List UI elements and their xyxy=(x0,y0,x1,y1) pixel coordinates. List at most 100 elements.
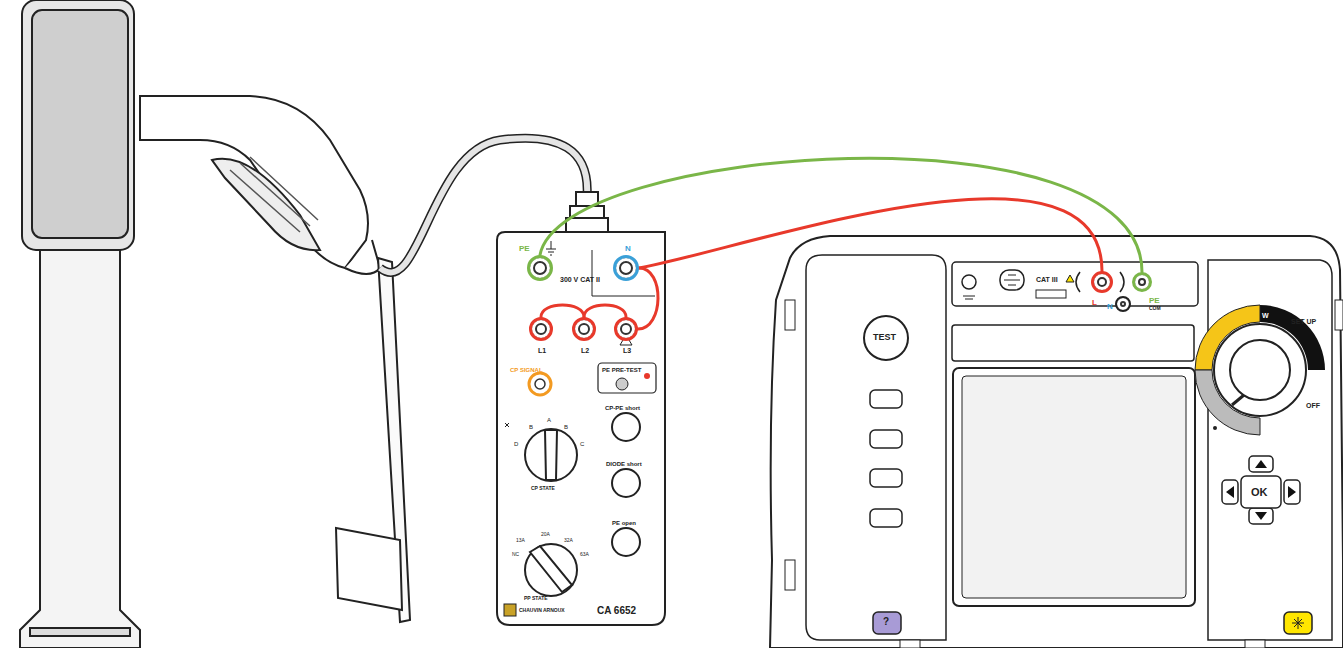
terminal-socket: N xyxy=(613,255,639,281)
illustration-shape xyxy=(963,296,975,299)
terminal-label: N xyxy=(1107,303,1113,311)
illustration-shape xyxy=(497,232,665,625)
illustration-shape xyxy=(1066,275,1074,282)
illustration-shape xyxy=(20,230,140,648)
illustration-shape xyxy=(612,469,640,497)
illustration-shape xyxy=(1213,426,1217,430)
illustration-shape xyxy=(1230,340,1290,400)
illustration-shape xyxy=(1214,324,1306,416)
illustration-shape xyxy=(962,376,1186,598)
terminal-label: PE xyxy=(519,245,530,253)
illustration-shape xyxy=(545,430,557,480)
illustration-shape xyxy=(1076,272,1124,292)
illustration-shape xyxy=(864,316,908,360)
illustration-shape xyxy=(612,413,640,441)
illustration-shape xyxy=(529,373,551,395)
panel-label: D xyxy=(514,441,518,447)
illustration-shape xyxy=(870,430,902,448)
illustration-shape xyxy=(616,378,628,390)
terminal-label: PE xyxy=(1149,297,1160,305)
illustration-shape xyxy=(504,604,516,616)
illustration-shape xyxy=(535,379,545,389)
illustration-shape xyxy=(230,157,318,232)
illustration-shape xyxy=(336,528,402,610)
illustration-shape xyxy=(530,546,572,592)
illustration-shape xyxy=(806,255,946,640)
illustration-shape xyxy=(644,373,650,379)
test-lead xyxy=(541,305,584,317)
panel-label: PE PRE-TEST xyxy=(602,367,641,373)
illustration-shape xyxy=(1036,290,1066,298)
illustration-shape xyxy=(870,469,902,487)
panel-label: 300 V CAT II xyxy=(560,276,600,283)
test-lead xyxy=(584,305,626,317)
illustration-shape xyxy=(953,368,1195,606)
illustration-shape xyxy=(1292,617,1304,629)
illustration-shape xyxy=(1232,395,1244,405)
terminal-label: L3 xyxy=(623,347,631,354)
illustration-shape xyxy=(505,423,509,427)
illustration-shape xyxy=(900,640,920,648)
illustration-shape xyxy=(598,363,656,393)
panel-label: ? xyxy=(883,617,889,627)
panel-label: CP SIGNAL xyxy=(510,367,543,373)
illustration-shape xyxy=(1241,476,1281,508)
terminal-socket: N xyxy=(1115,296,1131,312)
illustration-shape xyxy=(566,218,608,232)
terminal-label: L1 xyxy=(538,347,546,354)
terminal-label: L2 xyxy=(581,347,589,354)
illustration-shape xyxy=(1284,612,1312,634)
panel-label: SET UP xyxy=(1291,318,1316,325)
terminal-socket: PECOM xyxy=(1132,272,1152,292)
illustration-shape xyxy=(22,0,134,250)
panel-label: NC xyxy=(512,552,519,557)
panel-label: C xyxy=(580,441,584,447)
terminal-socket: L2 xyxy=(572,317,596,341)
panel-label: 63A xyxy=(580,552,589,557)
illustration-shape xyxy=(140,96,368,268)
illustration-shape xyxy=(1335,300,1343,330)
panel-label: CP-PE short xyxy=(605,405,640,411)
illustration-shape xyxy=(770,236,1343,648)
illustration-shape xyxy=(546,241,556,255)
terminal-socket: PE xyxy=(527,255,553,281)
illustration-shape xyxy=(962,275,976,289)
panel-label: 32A xyxy=(564,538,573,543)
illustration-shape xyxy=(1004,275,1020,285)
panel-label: B xyxy=(564,424,568,430)
panel-label: DIODE short xyxy=(606,461,642,467)
panel-label: B xyxy=(529,424,533,430)
illustration-shape xyxy=(525,544,577,596)
panel-label: PE open xyxy=(612,520,636,526)
illustration-shape xyxy=(1245,640,1265,648)
terminal-socket: L3 xyxy=(614,317,638,341)
illustration-shape xyxy=(785,300,795,330)
illustration-shape xyxy=(612,528,640,556)
test-lead xyxy=(638,268,658,329)
terminal-label: N xyxy=(625,245,631,253)
terminal-socket: L xyxy=(1091,271,1113,293)
panel-label: PP STATE xyxy=(524,596,548,601)
illustration-shape xyxy=(592,250,655,296)
panel-label: CP STATE xyxy=(531,486,555,491)
illustration-shape xyxy=(32,10,128,238)
panel-label: OK xyxy=(1251,487,1268,498)
illustration-shape xyxy=(870,509,902,527)
illustration-shape xyxy=(20,0,140,648)
terminal-label: L xyxy=(1092,299,1097,307)
illustration-shape xyxy=(30,628,130,636)
panel-label: 20A xyxy=(541,532,550,537)
illustration-shape xyxy=(785,560,795,590)
panel-label: W xyxy=(1262,312,1269,319)
illustration-shape xyxy=(336,258,410,622)
adapter-box: CA 6652PENL1L2L3 xyxy=(497,232,665,625)
illustration-shape xyxy=(873,612,901,634)
illustration-shape xyxy=(525,429,577,481)
panel-label: A xyxy=(547,417,551,423)
model-name: CA 6652 xyxy=(597,606,636,616)
illustration-shape xyxy=(1000,270,1024,290)
illustration-shape xyxy=(140,96,380,274)
